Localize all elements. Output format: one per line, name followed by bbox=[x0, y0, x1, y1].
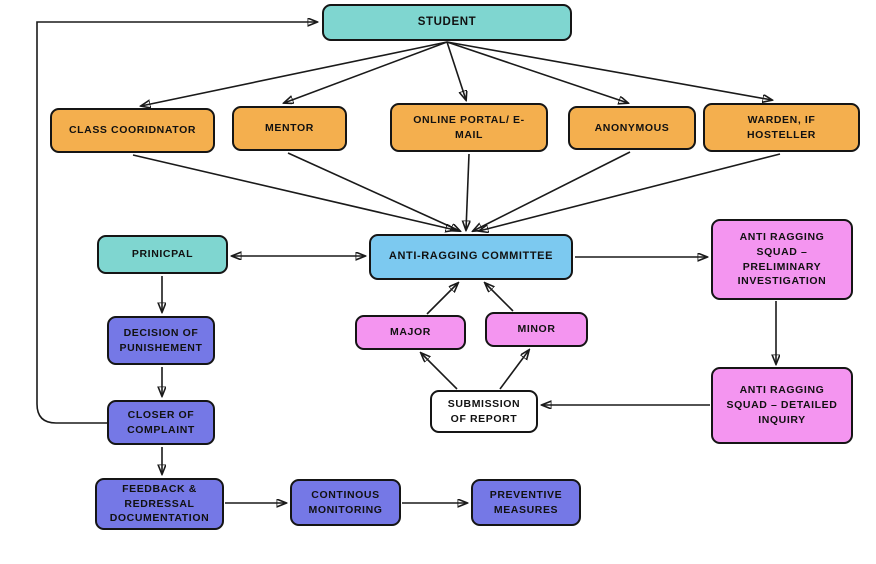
arrow-major-to-committee bbox=[426, 283, 458, 315]
node-anonymous-label: ANONYMOUS bbox=[594, 121, 670, 134]
node-squad-detailed-inquiry: ANTI RAGGING SQUAD – DETAILED INQUIRY bbox=[711, 367, 853, 444]
arrow-student-to-warden bbox=[446, 41, 772, 100]
node-feedback-redressal-label: FEEDBACK & REDRESSAL DOCUMENTATION bbox=[109, 482, 210, 525]
arrow-student-to-mentor bbox=[284, 41, 448, 103]
node-squad-preliminary-investigation: ANTI RAGGING SQUAD – PRELIMINARY INVESTI… bbox=[711, 219, 853, 300]
arrow-warden-to-committee bbox=[479, 153, 781, 231]
arrow-anonymous-to-committee bbox=[473, 151, 631, 231]
node-principal: PRINICPAL bbox=[97, 235, 228, 274]
arrow-online-portal-to-committee bbox=[466, 153, 469, 230]
node-anti-ragging-committee-label: ANTI-RAGGING COMMITTEE bbox=[388, 250, 554, 263]
node-continuous-monitoring: CONTINOUS MONITORING bbox=[290, 479, 401, 526]
node-preventive-measures-label: PREVENTIVE MEASURES bbox=[489, 488, 563, 516]
node-warden-label: WARDEN, IF HOSTELLER bbox=[747, 113, 816, 141]
node-class-coordinator: CLASS COORIDNATOR bbox=[50, 108, 215, 153]
node-mentor: MENTOR bbox=[232, 106, 347, 151]
arrow-submission-to-major bbox=[421, 353, 458, 390]
arrow-student-to-online-portal bbox=[446, 41, 466, 100]
node-mentor-label: MENTOR bbox=[265, 122, 314, 135]
node-warden: WARDEN, IF HOSTELLER bbox=[703, 103, 860, 152]
node-online-portal: ONLINE PORTAL/ E-MAIL bbox=[390, 103, 548, 152]
node-preventive-measures: PREVENTIVE MEASURES bbox=[471, 479, 581, 526]
node-principal-label: PRINICPAL bbox=[131, 248, 194, 261]
node-online-portal-label: ONLINE PORTAL/ E-MAIL bbox=[413, 113, 525, 141]
node-minor: MINOR bbox=[485, 312, 588, 347]
arrow-minor-to-committee bbox=[485, 283, 514, 312]
node-feedback-redressal: FEEDBACK & REDRESSAL DOCUMENTATION bbox=[95, 478, 224, 530]
node-major: MAJOR bbox=[355, 315, 466, 350]
arrow-closure-to-student bbox=[36, 22, 317, 424]
node-squad-preliminary-investigation-label: ANTI RAGGING SQUAD – PRELIMINARY INVESTI… bbox=[737, 231, 827, 288]
node-continuous-monitoring-label: CONTINOUS MONITORING bbox=[308, 488, 383, 516]
node-decision-of-punishment-label: DECISION OF PUNISHEMENT bbox=[119, 326, 203, 354]
node-major-label: MAJOR bbox=[390, 326, 431, 339]
node-squad-detailed-inquiry-label: ANTI RAGGING SQUAD – DETAILED INQUIRY bbox=[726, 384, 838, 426]
node-anti-ragging-committee: ANTI-RAGGING COMMITTEE bbox=[369, 234, 573, 280]
node-submission-of-report: SUBMISSION OF REPORT bbox=[430, 390, 538, 433]
node-student-label: STUDENT bbox=[417, 16, 477, 29]
node-closer-of-complaint: CLOSER OF COMPLAINT bbox=[107, 400, 215, 445]
node-submission-of-report-label: SUBMISSION OF REPORT bbox=[447, 397, 521, 425]
node-class-coordinator-label: CLASS COORIDNATOR bbox=[68, 124, 197, 137]
node-anonymous: ANONYMOUS bbox=[568, 106, 696, 150]
node-decision-of-punishment: DECISION OF PUNISHEMENT bbox=[107, 316, 215, 365]
node-closer-of-complaint-label: CLOSER OF COMPLAINT bbox=[127, 408, 195, 436]
arrow-class-coordinator-to-committee bbox=[132, 154, 455, 230]
node-student: STUDENT bbox=[322, 4, 572, 41]
arrow-student-to-anonymous bbox=[446, 41, 628, 103]
arrow-student-to-class-coordinator bbox=[141, 41, 448, 106]
node-minor-label: MINOR bbox=[517, 323, 556, 336]
arrow-mentor-to-committee bbox=[287, 152, 460, 231]
arrow-submission-to-minor bbox=[499, 350, 529, 390]
